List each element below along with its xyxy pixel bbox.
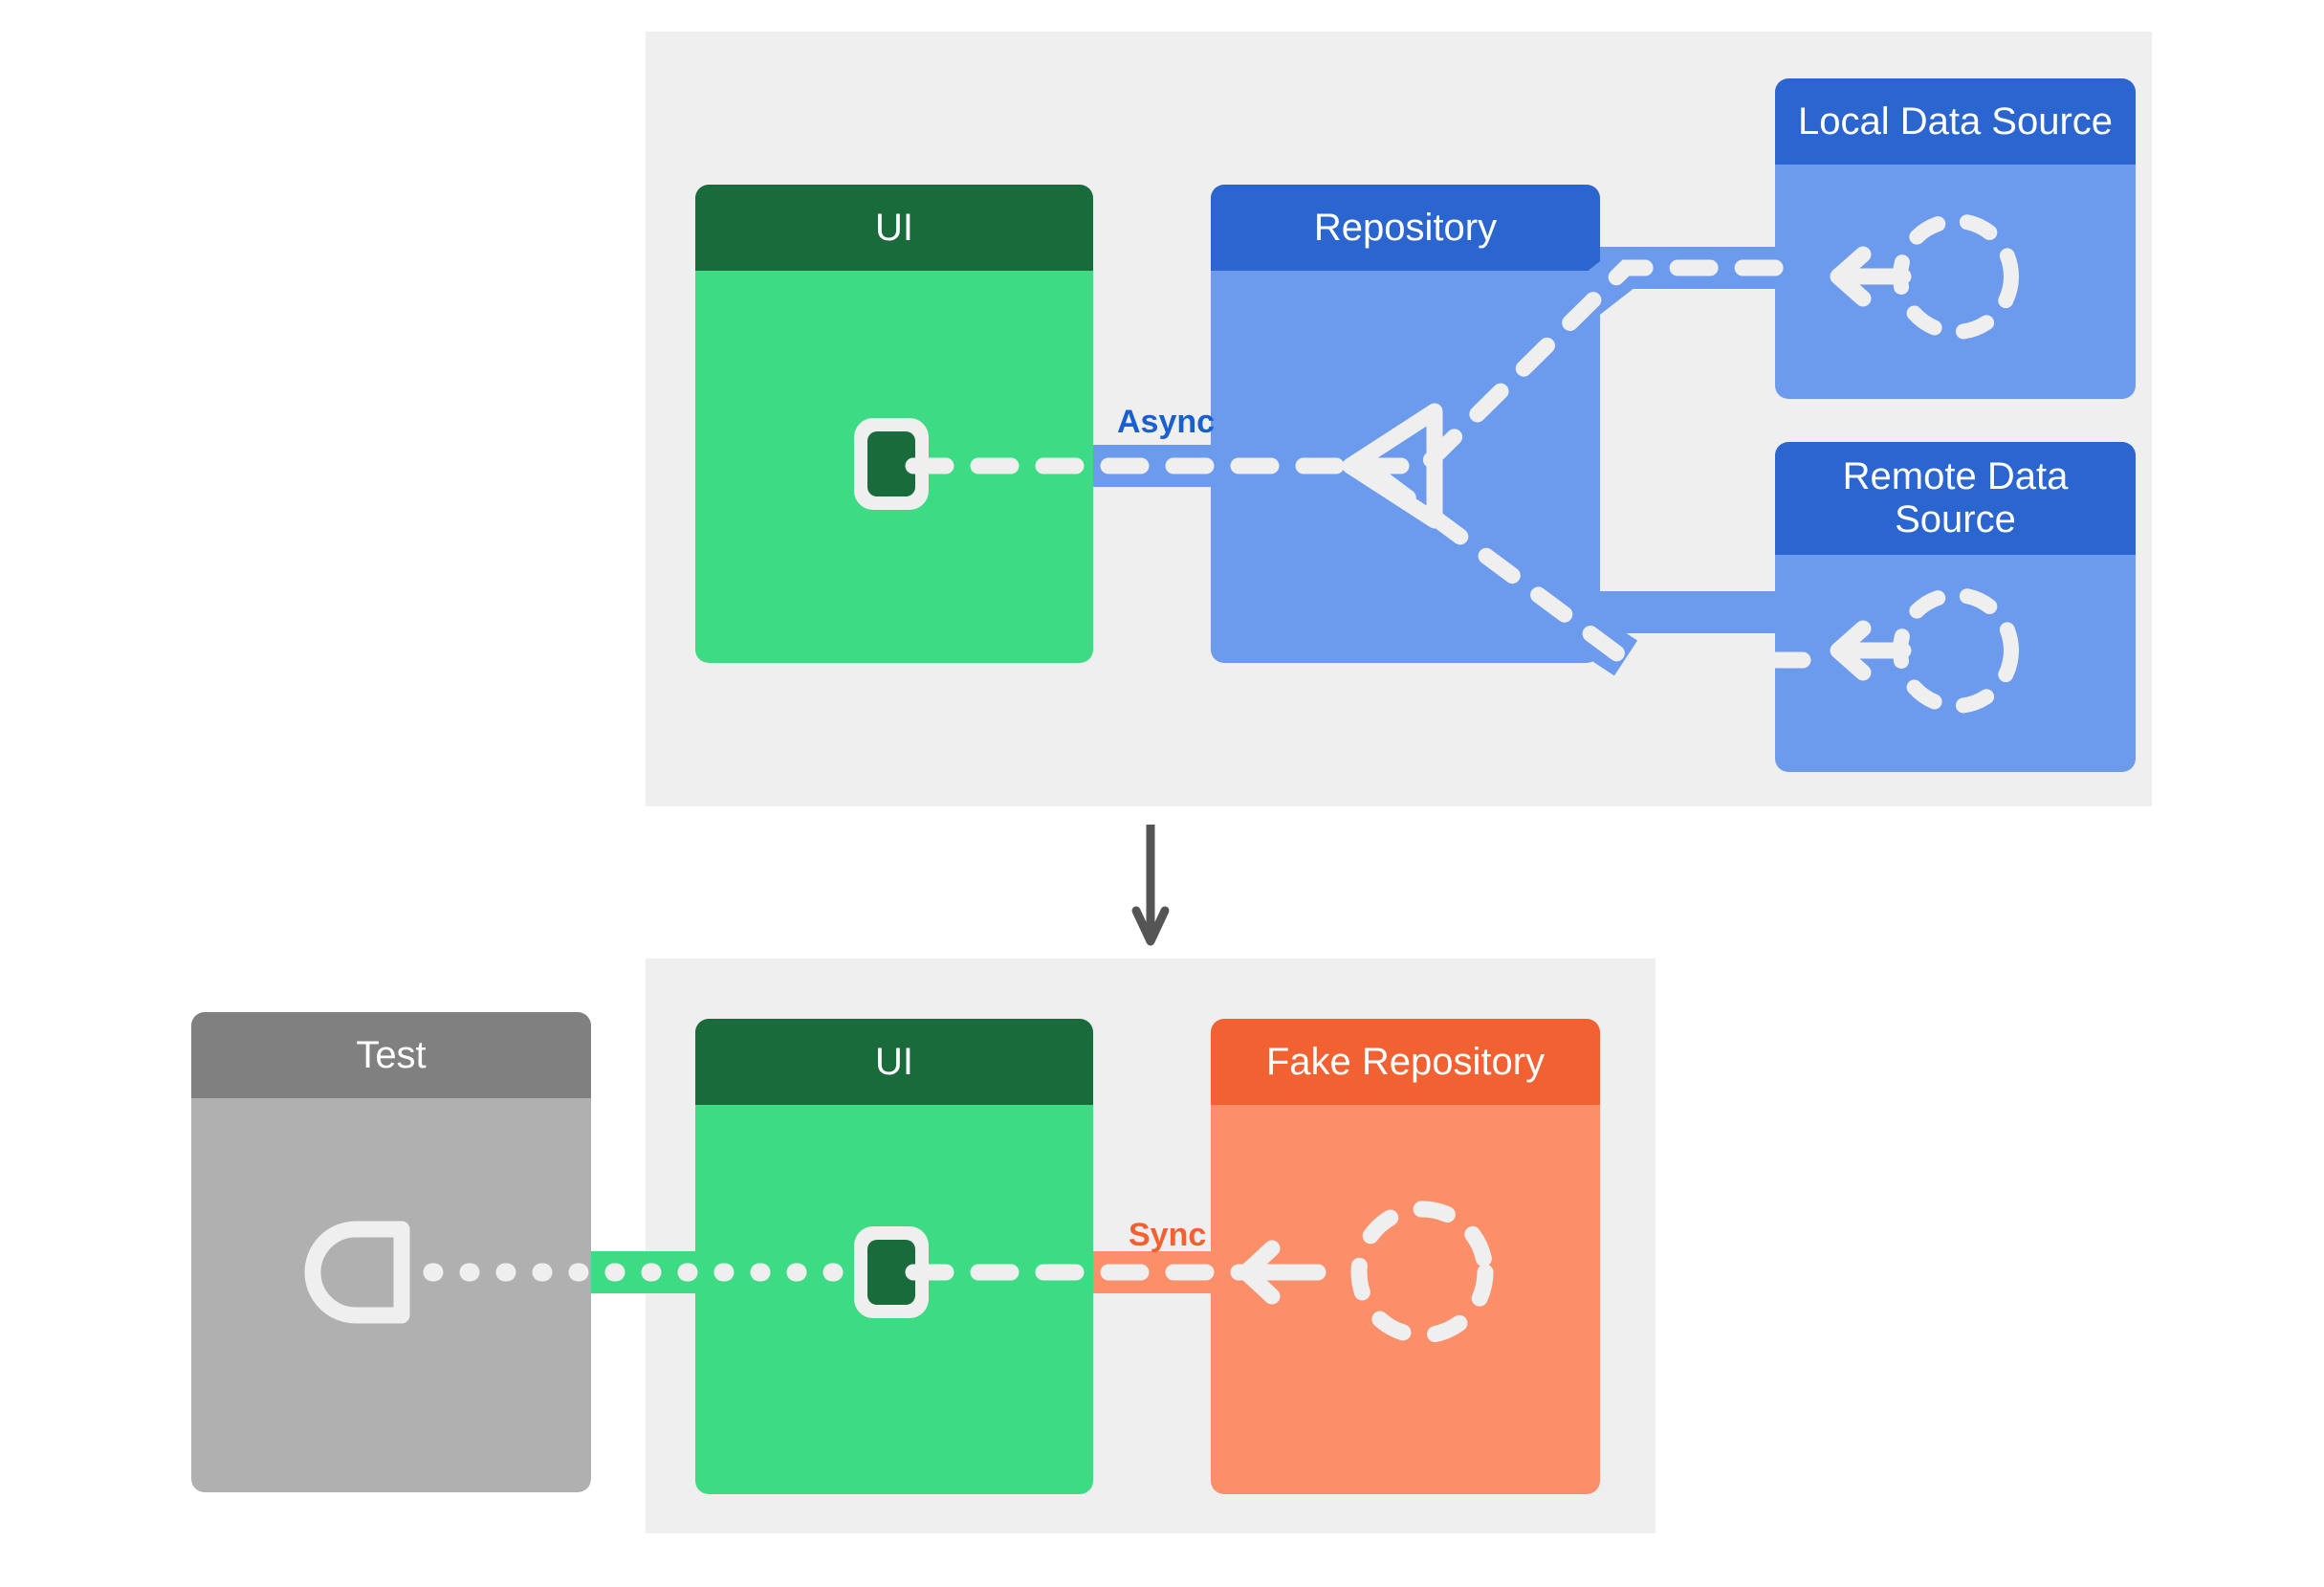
node-test[interactable]: Test xyxy=(191,1012,591,1492)
connector-local-source-track xyxy=(1578,247,1808,289)
downward-flow-arrow xyxy=(1131,825,1170,949)
node-fake-repository-title: Fake Repository xyxy=(1211,1019,1600,1105)
rounded-square-icon-inner xyxy=(867,1240,915,1305)
rounded-square-icon-inner xyxy=(867,431,915,496)
node-fake-repository[interactable]: Fake Repository xyxy=(1211,1019,1600,1494)
connector-label-async: Async xyxy=(1117,404,1216,440)
node-remote-data-source-body xyxy=(1775,555,2136,772)
node-local-data-source-title: Local Data Source xyxy=(1775,78,2136,165)
node-fake-repository-body xyxy=(1211,1105,1600,1494)
connector-remote-source-track xyxy=(1578,591,1808,633)
node-repository-title: Repository xyxy=(1211,185,1600,271)
connector-label-sync: Sync xyxy=(1129,1217,1207,1253)
node-local-data-source-body xyxy=(1775,165,2136,399)
node-test-body xyxy=(191,1098,591,1492)
node-repository[interactable]: Repository xyxy=(1211,185,1600,663)
node-ui-test-title: UI xyxy=(695,1019,1093,1105)
node-remote-data-source-title-line1: Remote Data xyxy=(1842,455,2069,498)
node-ui-production-title: UI xyxy=(695,185,1093,271)
node-remote-data-source-title-line2: Source xyxy=(1895,498,2016,540)
node-remote-data-source-title: Remote Data Source xyxy=(1775,442,2136,555)
node-local-data-source[interactable]: Local Data Source xyxy=(1775,78,2136,399)
node-repository-body xyxy=(1211,271,1600,663)
node-test-title: Test xyxy=(191,1012,591,1098)
node-remote-data-source[interactable]: Remote Data Source xyxy=(1775,442,2136,772)
